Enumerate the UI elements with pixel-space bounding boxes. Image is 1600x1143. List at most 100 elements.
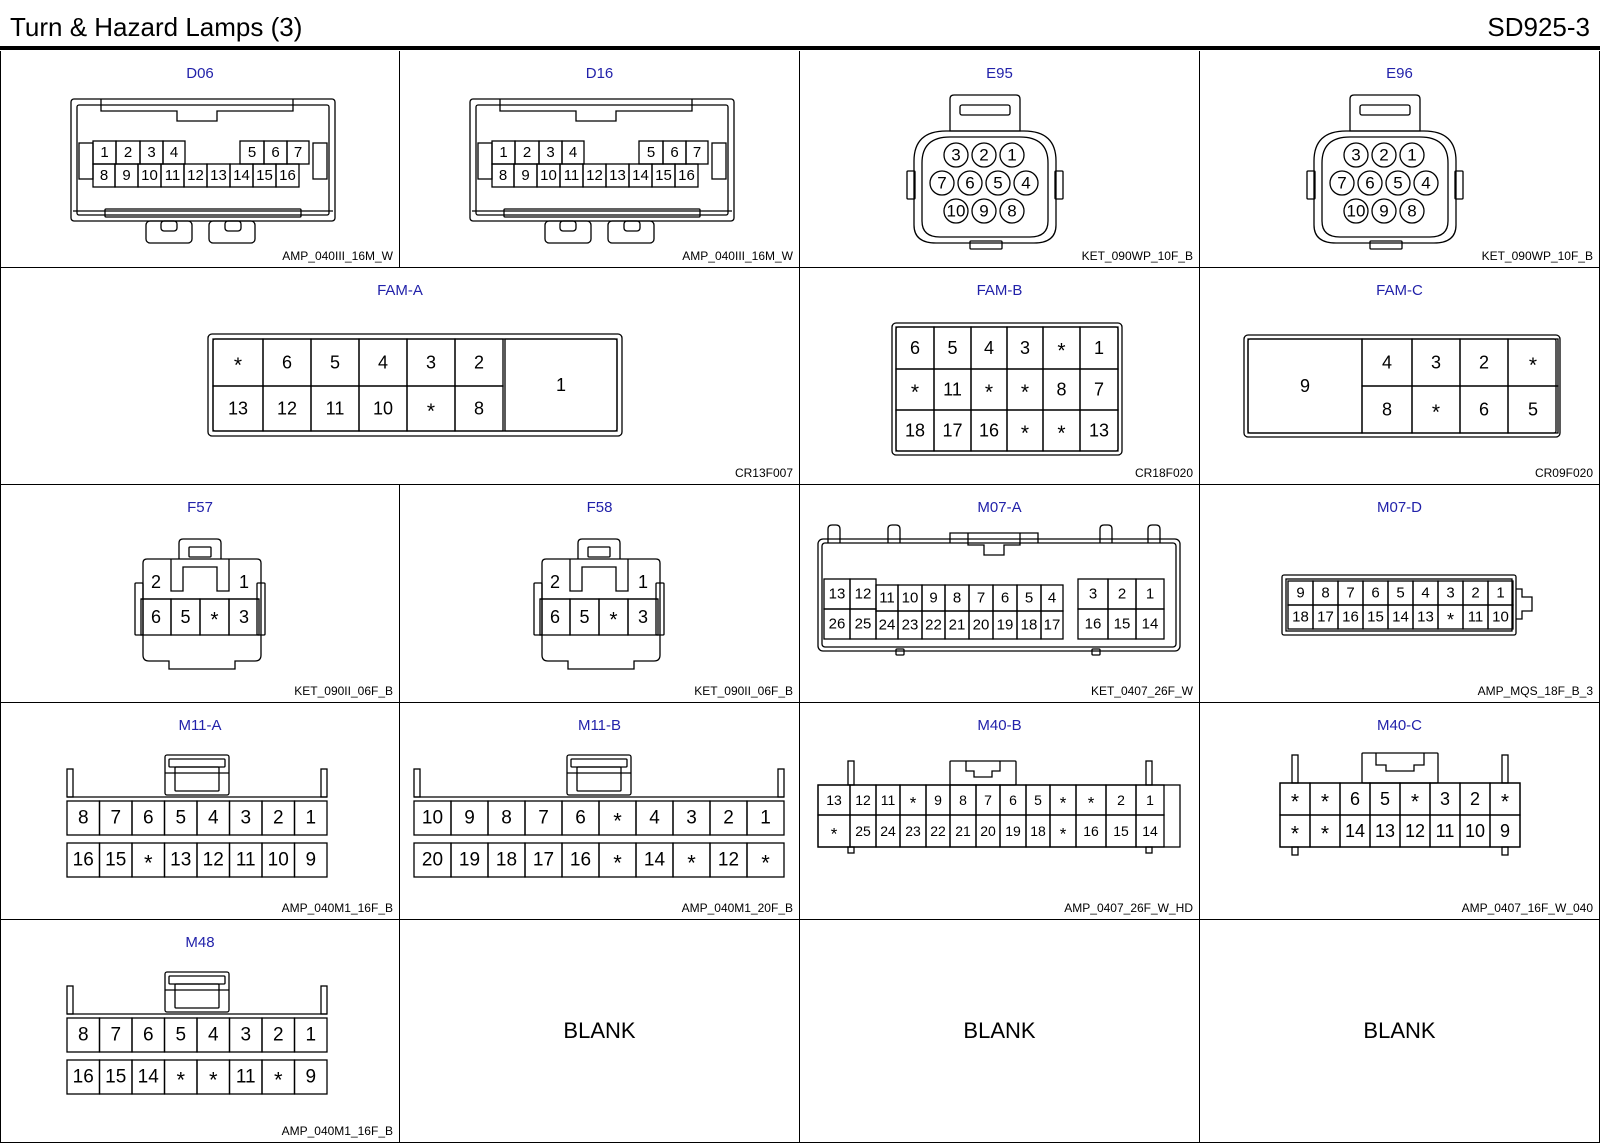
outline-shape [469,98,735,222]
outline-shape [821,542,1177,648]
pin-label: 15 [105,1067,126,1088]
outline-shape [1349,94,1421,132]
pin-label: 10 [540,167,557,184]
outline-shape [777,768,785,798]
pin-label: 18 [905,421,925,441]
pin-label: 14 [1345,821,1365,841]
outline-shape [1313,130,1457,244]
pin-label: 3 [1020,338,1030,358]
pin-label: 5 [579,607,589,627]
outline-shape [1147,524,1161,543]
pin-label: 9 [929,590,937,607]
pin-label: 13 [1375,821,1395,841]
pin-label: 3 [686,808,697,829]
pin-label: 10 [141,167,158,184]
pin-label: 1 [556,375,566,395]
pin-label: 4 [170,144,178,161]
pin-label: * [1501,791,1509,814]
outline-shape [168,975,226,985]
pin-label: 1 [305,1025,316,1046]
pin-label: 8 [1407,202,1416,221]
pin-label: 5 [1528,400,1538,420]
outline-shape [170,559,230,592]
pin-cell [275,163,300,188]
pin-label: 4 [208,808,219,829]
pin-label: 14 [1392,609,1409,626]
connector-name: F58 [586,499,613,516]
pin-label: 6 [1479,400,1489,420]
outline-shape [207,333,623,437]
pin-label: * [613,851,622,876]
pin-label: 8 [953,590,961,607]
pin-label: 15 [105,850,126,871]
pin-label: 11 [943,380,962,400]
pin-label: * [1021,422,1029,445]
pin-label: 11 [564,167,580,184]
connector-name: M40-B [977,717,1022,734]
pin-label: 4 [1021,174,1030,193]
outline-shape [1306,170,1316,200]
outline-shape [70,98,336,222]
connector-code: KET_090II_06F_B [294,684,393,698]
pin-cell [454,385,504,432]
pin-label: 9 [934,792,942,808]
connector-code: AMP_0407_16F_W_040 [1461,901,1593,915]
pin-label: 8 [1382,400,1392,420]
pin-label: 8 [78,808,89,829]
pin-label: 2 [723,808,734,829]
pin-label: 20 [973,617,990,634]
pin-label: * [1057,422,1065,445]
pin-label: 7 [1094,380,1104,400]
pin-label: 9 [464,808,475,829]
pin-circle [985,170,1011,196]
pin-label: 1 [305,808,316,829]
outline-shape [66,985,74,1015]
connector-code: CR09F020 [1534,466,1593,480]
pin-label: 13 [228,399,248,419]
blank-label: BLANK [963,1018,1036,1043]
pin-label: * [1021,381,1029,404]
blank-label: BLANK [1363,1018,1436,1043]
pin-label: 10 [947,202,966,221]
pin-circle [1343,198,1369,224]
pin-label: 5 [1380,789,1390,809]
connector-code: KET_090WP_10F_B [1481,249,1593,263]
pin-label: 8 [1321,585,1329,602]
pin-label: 3 [1089,586,1097,603]
pin-circle [971,142,997,168]
pin-label: 10 [1465,821,1485,841]
pin-circle [1399,142,1425,168]
pin-label: 7 [984,792,992,808]
pin-label: 18 [1292,609,1309,626]
outline-shape [1099,524,1113,543]
pin-label: 2 [1118,586,1126,603]
pin-label: * [1060,794,1067,813]
connector-name: D06 [186,65,214,82]
pin-label: 2 [550,572,560,592]
pin-label: 9 [521,167,529,184]
pin-label: 1 [1007,146,1016,165]
pin-circle [1357,170,1383,196]
pin-label: * [1321,791,1329,814]
outline-shape [1291,754,1299,784]
pin-label: 15 [1114,616,1131,633]
outline-shape [1454,170,1464,200]
pin-cell [1079,409,1119,452]
pin-label: 21 [955,823,971,839]
pin-label: 3 [546,144,554,161]
pin-cell [293,800,328,836]
pin-label: 8 [1056,380,1066,400]
pin-label: * [613,809,622,834]
pin-label: 24 [879,617,896,634]
pin-label: 16 [1085,616,1102,633]
pin-label: 21 [949,617,966,634]
pin-label: 6 [282,353,292,373]
outline-shape [320,768,328,798]
pin-label: 2 [474,353,484,373]
